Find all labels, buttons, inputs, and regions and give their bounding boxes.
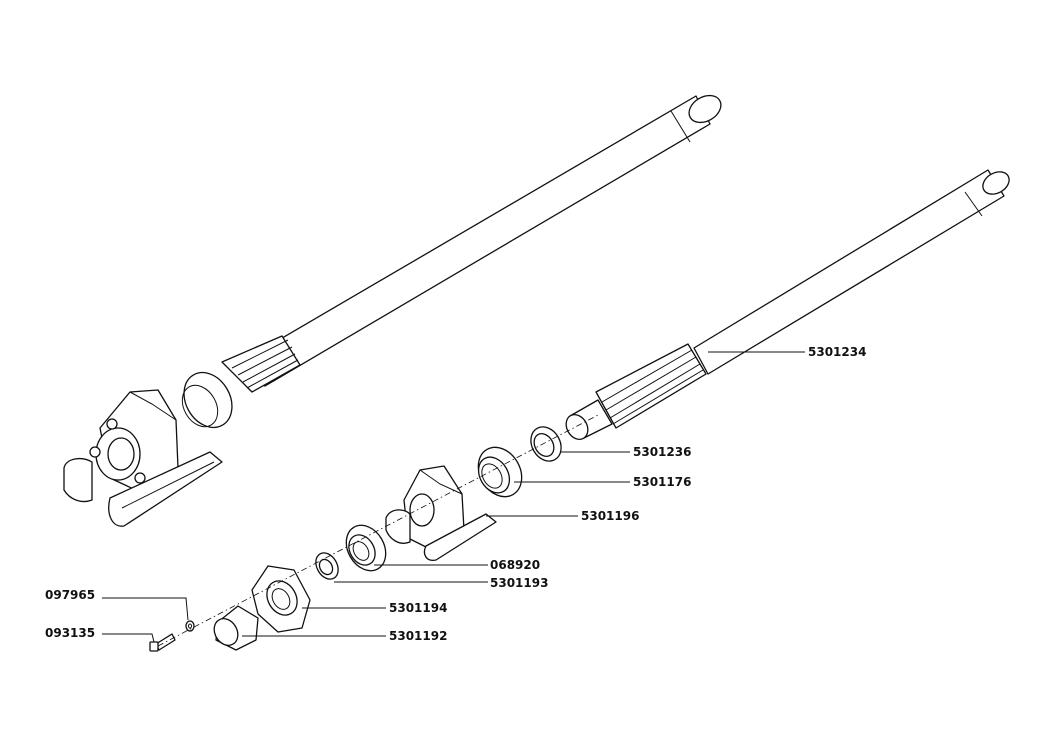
- ring-5301193: [315, 552, 339, 580]
- label-5301234: 5301234: [808, 345, 866, 359]
- bushing-5301176: [477, 446, 523, 498]
- label-068920: 068920: [490, 558, 540, 572]
- assembly-axis: [157, 413, 601, 647]
- label-093135: 093135: [45, 626, 95, 640]
- flange-5301194: [251, 565, 311, 633]
- label-5301176: 5301176: [633, 475, 691, 489]
- leader-lines: [102, 351, 805, 643]
- spline-ring-5301236: [530, 426, 562, 462]
- label-5301196: 5301196: [581, 509, 639, 523]
- screw-093135: [149, 633, 176, 652]
- label-5301192: 5301192: [389, 629, 447, 643]
- label-5301236: 5301236: [633, 445, 691, 459]
- assembled-shaft: [63, 94, 722, 527]
- label-097965: 097965: [45, 588, 95, 602]
- label-5301193: 5301193: [490, 576, 548, 590]
- label-5301194: 5301194: [389, 601, 447, 615]
- nut-5301192: [213, 605, 259, 651]
- washer-097965: [185, 620, 195, 632]
- splined-section: [565, 343, 707, 440]
- clamp-5301196: [385, 465, 497, 561]
- main-shaft: [693, 169, 1010, 375]
- bearing-068920: [345, 524, 387, 572]
